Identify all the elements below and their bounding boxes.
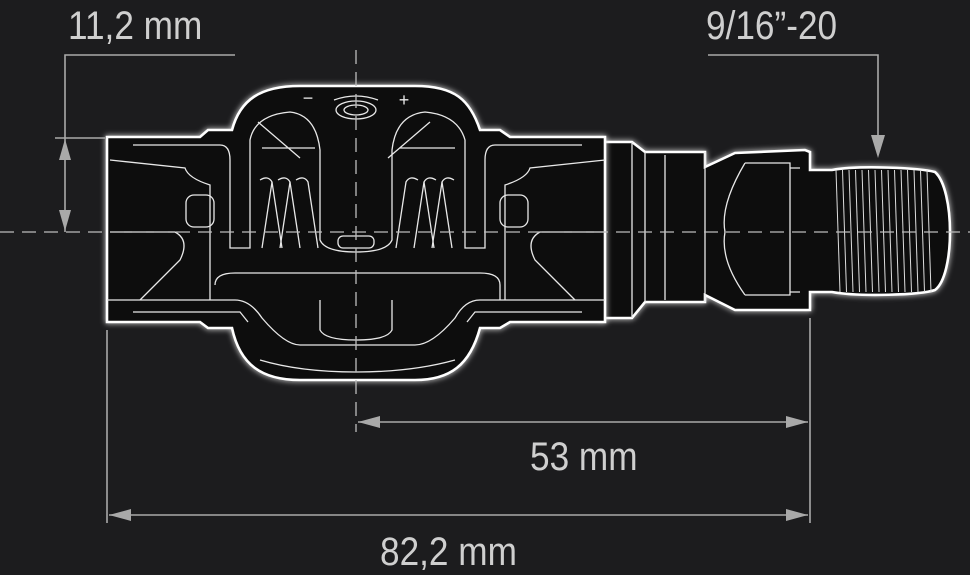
thread-line [861, 169, 867, 293]
offset-label: 53 mm [530, 435, 638, 479]
thread-line [920, 169, 925, 293]
pedal-body [105, 84, 952, 382]
thread-line [900, 169, 906, 293]
thread-line [874, 169, 880, 293]
thread-line [868, 169, 873, 293]
thread [835, 169, 932, 293]
offset-dimension [358, 416, 808, 428]
overall-length-label: 82,2 mm [380, 530, 517, 574]
thread-line [887, 169, 893, 293]
thread-line [894, 169, 899, 293]
thread-line [881, 169, 886, 293]
thread-spec-label: 9/16”-20 [706, 4, 838, 48]
overall-length-dimension [109, 509, 808, 521]
body-details [107, 95, 800, 373]
plus-marker: + [399, 90, 410, 110]
thread-spec-leader [708, 54, 885, 158]
minus-marker: − [303, 88, 314, 108]
thread-line [926, 169, 932, 293]
thread-line [913, 169, 919, 293]
stack-height-label: 11,2 mm [68, 4, 203, 48]
stack-height-dimension [55, 54, 235, 232]
spindle-outline [598, 140, 952, 320]
thread-line [842, 169, 847, 293]
thread-line [835, 169, 841, 293]
thread-line [848, 169, 854, 293]
thread-line [907, 169, 912, 293]
thread-line [855, 169, 860, 293]
